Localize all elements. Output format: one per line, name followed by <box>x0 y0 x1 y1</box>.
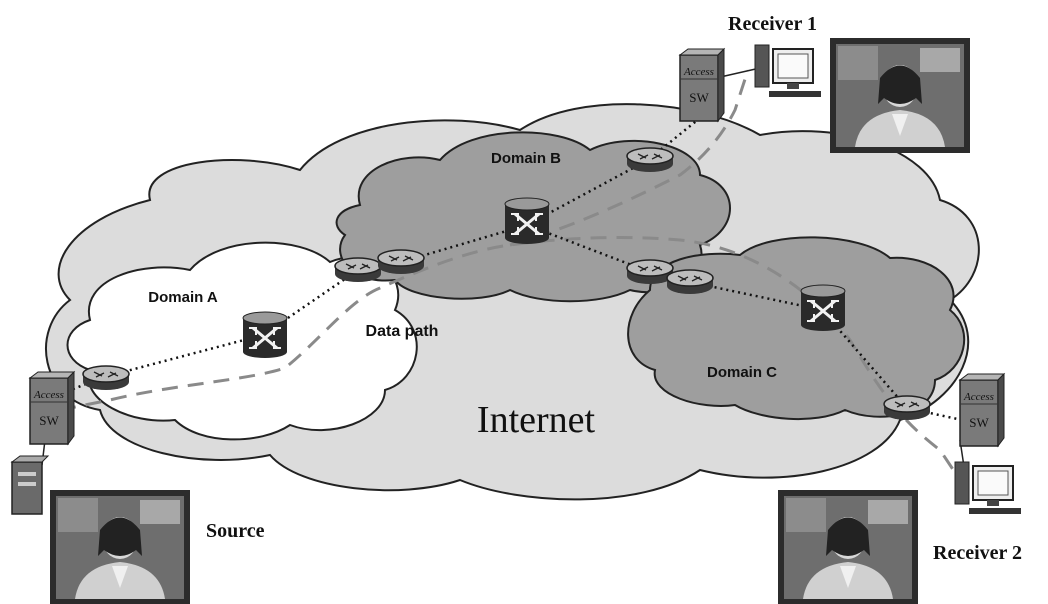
border-router-icon <box>626 259 674 285</box>
sw-label: SW <box>689 90 709 105</box>
source-label: Source <box>206 520 265 542</box>
access-label: Access <box>963 391 994 403</box>
receiver2-video-image <box>778 490 918 604</box>
data-path-label: Data path <box>366 323 439 340</box>
access-switch-receiver2: Access SW <box>959 373 1005 447</box>
domain-c-cloud <box>627 236 966 420</box>
domain-a-label: Domain A <box>148 289 218 306</box>
sw-label: SW <box>39 413 59 428</box>
receiver1-pc-icon <box>754 44 822 98</box>
edge-router-icon <box>82 365 130 391</box>
domain-b-label: Domain B <box>491 150 561 167</box>
access-switch-source: Access SW <box>29 371 75 445</box>
domain-a-cloud <box>66 241 418 441</box>
border-router-icon <box>666 269 714 295</box>
switch-icon <box>29 371 75 445</box>
domain-c-label: Domain C <box>707 364 777 381</box>
edge-router-icon <box>883 395 931 421</box>
source-video-image <box>50 490 190 604</box>
sw-label: SW <box>969 415 989 430</box>
core-router-icon <box>241 310 289 360</box>
access-label: Access <box>683 66 714 78</box>
receiver2-label: Receiver 2 <box>933 542 1022 564</box>
access-label: Access <box>33 389 64 401</box>
access-switch-receiver1: Access SW <box>679 48 725 122</box>
receiver2-pc-icon <box>954 461 1022 515</box>
border-router-icon <box>334 257 382 283</box>
switch-icon <box>679 48 725 122</box>
border-router-icon <box>626 147 674 173</box>
source-server-icon <box>10 455 50 515</box>
core-router-icon <box>799 283 847 333</box>
switch-icon <box>959 373 1005 447</box>
receiver1-video-image <box>830 38 970 153</box>
core-router-icon <box>503 196 551 246</box>
border-router-icon <box>377 249 425 275</box>
internet-label: Internet <box>477 399 596 441</box>
receiver1-label: Receiver 1 <box>728 13 817 35</box>
